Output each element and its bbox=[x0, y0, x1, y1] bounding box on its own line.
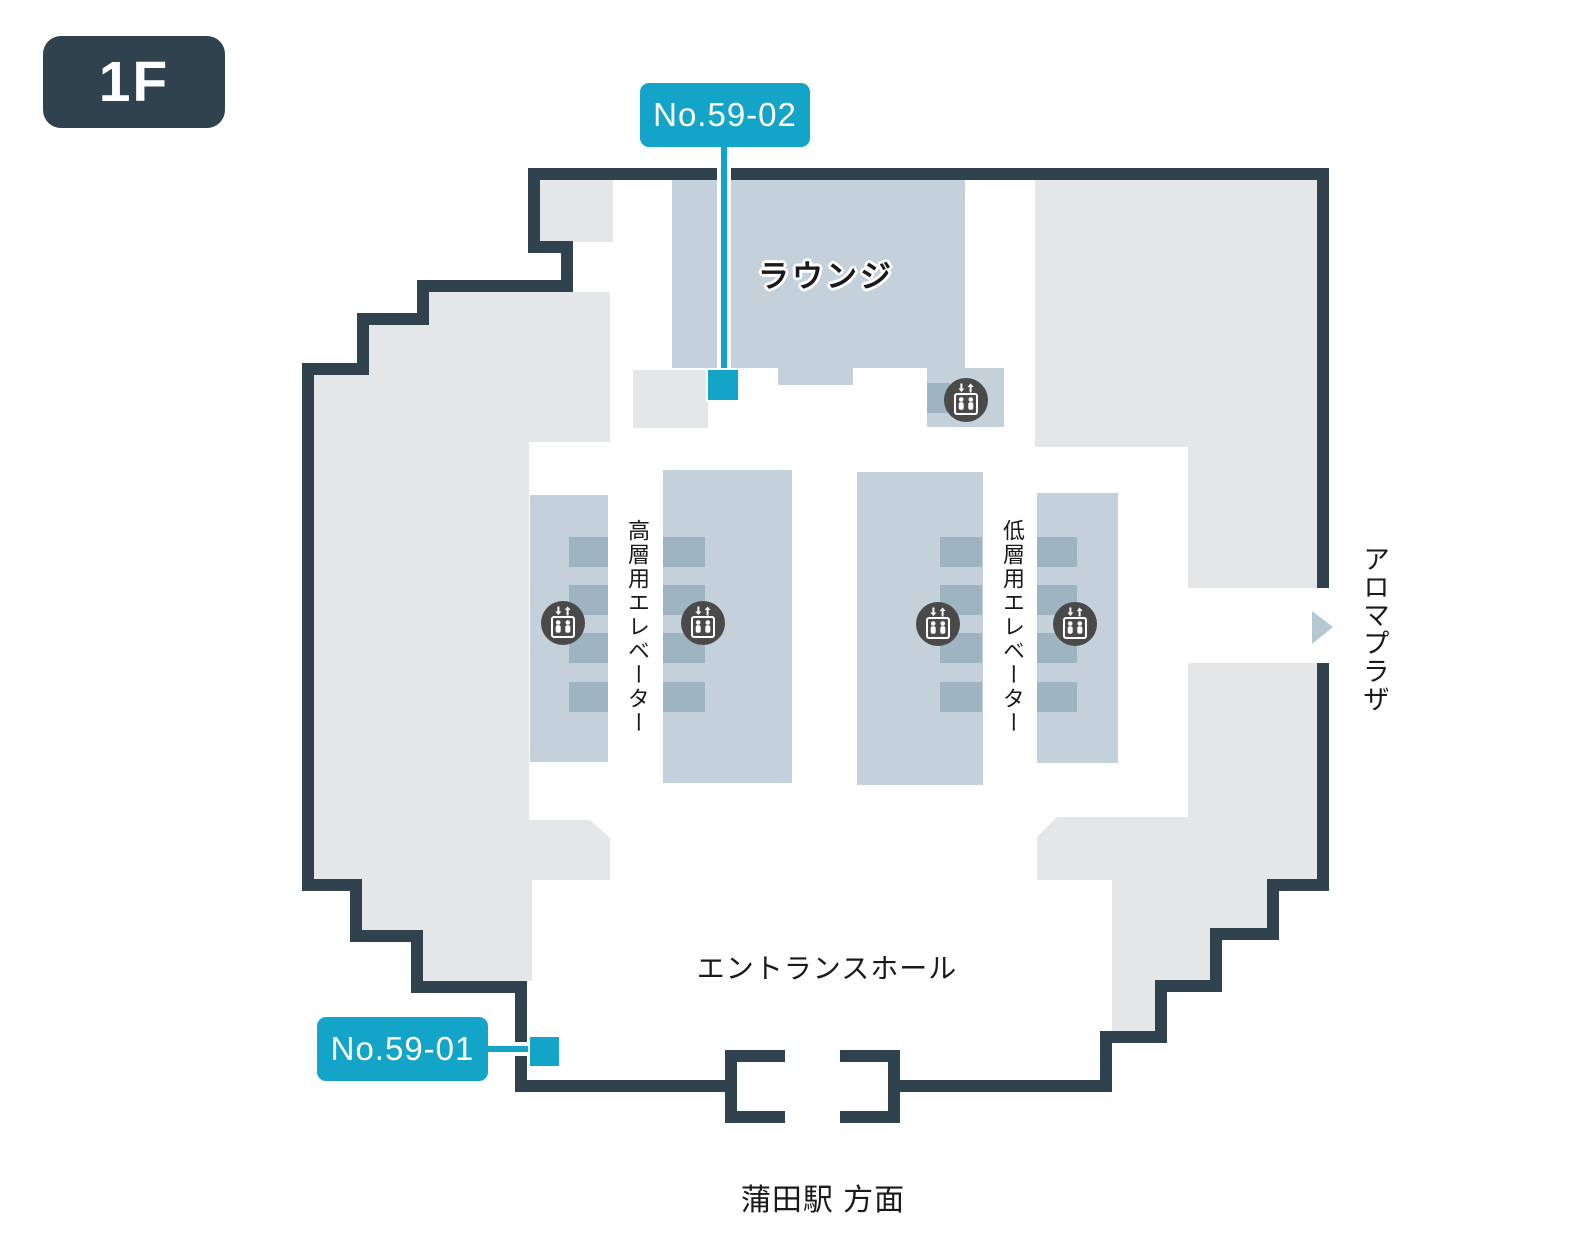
gray-region-east-lower bbox=[1037, 663, 1317, 1031]
marker-59-02-spot[interactable] bbox=[706, 368, 740, 402]
low-rise-elevator-label: 低層用エレベーター bbox=[1000, 519, 1025, 735]
gray-region-east-upper bbox=[1035, 180, 1317, 588]
wall-right-upper bbox=[1317, 180, 1329, 588]
marker-59-02-lead-line bbox=[721, 147, 727, 372]
wall-left bbox=[302, 363, 314, 891]
wall-bottom-right bbox=[898, 1080, 1112, 1092]
elevator-icon bbox=[943, 377, 989, 423]
marker-59-01-spot[interactable] bbox=[528, 1035, 561, 1068]
right-arrow-icon bbox=[1312, 611, 1333, 644]
marker-label-no-59-02[interactable]: No.59-02 bbox=[640, 83, 810, 147]
marker-label-no-59-01[interactable]: No.59-01 bbox=[317, 1017, 488, 1081]
entrance-hall-label: エントランスホール bbox=[696, 953, 958, 984]
gray-block-center bbox=[633, 370, 708, 428]
wall-top bbox=[528, 168, 1329, 180]
elevator-doors bbox=[569, 383, 1077, 712]
lounge-notch bbox=[778, 368, 853, 385]
marker-59-01-lead-line bbox=[488, 1046, 532, 1052]
entrance-gates bbox=[725, 1050, 900, 1123]
marker-leads bbox=[488, 147, 740, 1068]
elevator-icon bbox=[540, 600, 586, 646]
floor-area-gray bbox=[314, 180, 1317, 1031]
gray-region-west bbox=[314, 292, 610, 981]
wall-bottom-left bbox=[515, 1080, 725, 1092]
aroma-plaza-label: アロマプラザ bbox=[1359, 545, 1389, 713]
gray-block-top-left bbox=[540, 180, 613, 242]
elevator-icon bbox=[1052, 601, 1098, 647]
high-rise-elevator-label: 高層用エレベーター bbox=[625, 519, 650, 735]
station-direction-label: 蒲田駅 方面 bbox=[740, 1184, 906, 1217]
elevator-icon bbox=[915, 601, 961, 647]
wall-right-lower bbox=[1317, 663, 1329, 891]
elevator-icon bbox=[680, 600, 726, 646]
lounge-label: ラウンジ bbox=[758, 259, 894, 294]
walls bbox=[302, 168, 1329, 1123]
floor-badge: 1F bbox=[43, 36, 225, 128]
